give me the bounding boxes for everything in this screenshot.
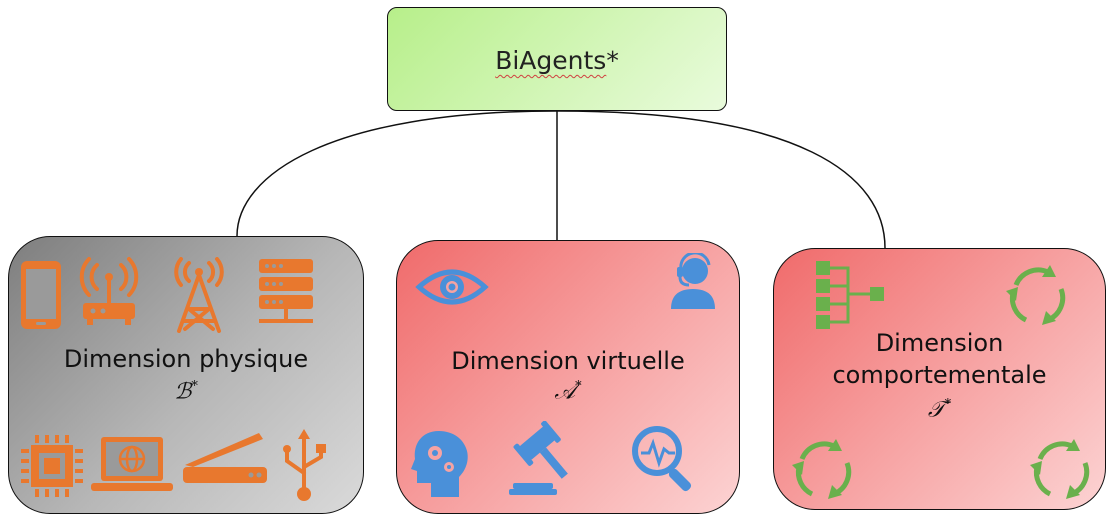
laptop-globe-icon [91,437,173,491]
dimension-virtuelle-node: Dimension virtuelle 𝒜* [396,240,740,514]
cycle-arrows-icon [1030,439,1090,499]
smartphone-icon [21,261,61,329]
dimension-physique-node: Dimension physique ℬ* [8,236,364,514]
scanner-icon [183,433,267,483]
root-title: BiAgents* [495,46,619,75]
support-agent-icon [671,253,715,309]
hierarchy-icon [816,261,884,329]
head-gears-icon [411,431,468,497]
gavel-icon [509,421,568,495]
cycle-arrows-icon [1006,265,1066,325]
eye-icon [415,269,489,305]
dimension-comportementale-node: Dimension comportementale 𝒯* [773,248,1106,510]
dimension-virtuelle-symbol: 𝒜* [554,379,582,405]
connector-physique [236,110,558,237]
dimension-comportementale-title: Dimension comportementale [832,329,1047,389]
analytics-search-icon [632,426,692,492]
connector-comportementale [556,110,886,249]
dimension-comportementale-symbol: 𝒯* [927,397,952,423]
dimension-physique-symbol: ℬ* [174,379,198,405]
root-title-star: * [606,46,619,75]
cycle-arrows-icon [792,439,852,499]
dimension-virtuelle-title: Dimension virtuelle [451,347,685,375]
root-node: BiAgents* [387,7,727,111]
antenna-tower-icon [174,257,224,333]
cpu-chip-icon [21,435,83,497]
wifi-router-icon [79,257,139,325]
server-icon [259,259,313,323]
dimension-physique-title: Dimension physique [63,345,309,373]
usb-icon [283,429,326,501]
